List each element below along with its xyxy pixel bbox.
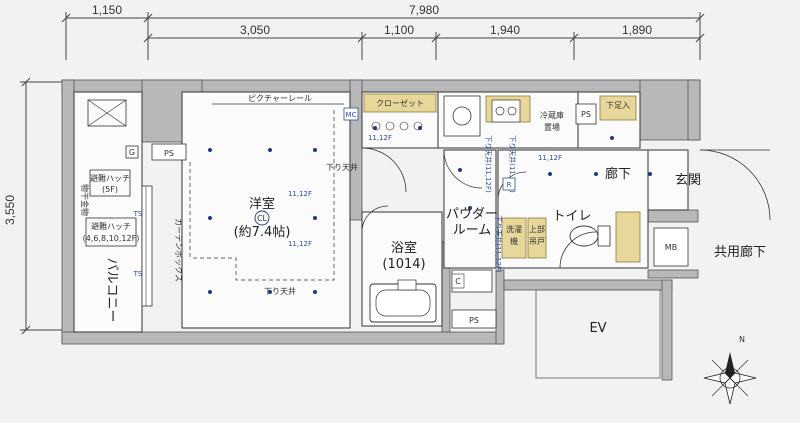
height-note-4: 11,12F <box>538 154 562 162</box>
lowered-ceiling-bottom-label: 下り天井 <box>264 286 296 296</box>
dim-left-vertical: 3,550 <box>3 195 17 225</box>
height-note-1: 11,12F <box>288 190 312 198</box>
shelf-label-1: 上部 <box>529 224 545 234</box>
bathroom-size-label: (1014) <box>382 257 425 272</box>
height-note-3: 11,12F <box>368 134 392 142</box>
picture-rail-label: ピクチャーレール <box>248 94 312 103</box>
washer-area <box>501 217 527 259</box>
lowered-ceiling-lines <box>189 110 335 281</box>
ps-box-1 <box>151 143 187 161</box>
common-corridor-label: 共用廊下 <box>714 244 766 260</box>
washer-label-1: 洗濯 <box>506 224 522 234</box>
dimension-ticks <box>21 13 705 335</box>
doors <box>361 147 771 269</box>
western-size-label: (約7.4帖) <box>234 225 291 240</box>
curtain-box-label: カーテンボックス <box>174 218 183 282</box>
outer-walls <box>61 79 701 345</box>
ps-label-1: PS <box>164 149 174 158</box>
hatch-top-label-2: (5F) <box>102 185 118 194</box>
laundry-rack-label: 物干金物 <box>80 184 90 216</box>
ts-label-1: TS <box>133 210 143 218</box>
dimension-lines <box>20 12 701 331</box>
hatch-mid-label-1: 避難ハッチ <box>91 221 131 231</box>
upper-shelf <box>527 217 547 259</box>
powder-room-label-1: パウダー <box>446 207 498 222</box>
shoe-label: 下足入 <box>606 101 630 110</box>
ceiling-light-fixture <box>254 210 270 226</box>
r-box <box>502 177 516 191</box>
lowered-ceiling-right-label: 下り天井 <box>326 162 358 172</box>
dim-sub-1: 3,050 <box>240 23 270 37</box>
north-label: N <box>739 335 745 344</box>
mb-box <box>653 227 689 267</box>
c-label: C <box>455 277 461 286</box>
dim-sub-2: 1,100 <box>384 23 414 37</box>
hallway-label: 廊下 <box>605 166 631 182</box>
fridge-label-1: 冷蔵庫 <box>540 110 564 120</box>
ps-box-3 <box>451 309 497 329</box>
dim-top-left: 1,150 <box>92 3 122 17</box>
r-label: R <box>507 181 512 189</box>
balcony-label: バルコニー <box>104 258 119 323</box>
ceiling-note-2: 下り天井(11,12F) <box>508 135 517 193</box>
ps-label-2: PS <box>581 110 591 119</box>
western-cl-label: CL <box>257 214 268 223</box>
dim-top-total: 7,980 <box>409 3 439 17</box>
closet-shelf-items <box>371 121 423 131</box>
mc-box <box>343 107 359 121</box>
toilet-label: トイレ <box>552 209 591 224</box>
height-note-2: 11,12F <box>288 240 312 248</box>
bathroom-label: 浴室 <box>391 240 417 256</box>
ts-label-2: TS <box>133 270 143 278</box>
compass <box>703 352 757 405</box>
washer-label-2: 機 <box>510 236 518 246</box>
hatch-box-upper <box>87 99 127 127</box>
entrance-label: 玄関 <box>675 173 701 188</box>
ps-label-3: PS <box>469 316 479 325</box>
kitchen-sink <box>443 95 481 137</box>
powder-room-label-2: ルーム <box>453 223 492 238</box>
window-strip <box>141 185 153 307</box>
fridge-label-2: 置場 <box>544 122 560 132</box>
hatch-mid-label-2: (4,6,8,10,12F) <box>83 234 140 243</box>
hatch-box-mid <box>85 217 137 247</box>
shelf-label-2: 吊戸 <box>529 237 545 246</box>
dim-sub-3: 1,940 <box>490 23 520 37</box>
closet-label: クローゼット <box>376 98 424 108</box>
g-box <box>125 145 139 159</box>
g-label: G <box>129 148 135 157</box>
western-room-label: 洋室 <box>249 196 275 212</box>
closet-band <box>363 93 437 113</box>
ps-box-2 <box>575 103 597 125</box>
hatch-box-top <box>89 169 131 197</box>
hatch-top-label-1: 避難ハッチ <box>90 173 130 183</box>
elevator-label: EV <box>589 321 606 336</box>
toilet-bowl <box>569 225 599 247</box>
ceiling-note-3: 下り天井(11,12F) <box>494 215 503 273</box>
mc-label: MC <box>346 111 357 119</box>
toilet-shelf <box>615 211 641 263</box>
ceiling-note-1: 下り天井(11,12F) <box>484 135 493 193</box>
stove <box>491 99 521 123</box>
mb-label: MB <box>665 243 677 252</box>
shoe-cabinet <box>599 95 637 121</box>
dim-sub-4: 1,890 <box>622 23 652 37</box>
